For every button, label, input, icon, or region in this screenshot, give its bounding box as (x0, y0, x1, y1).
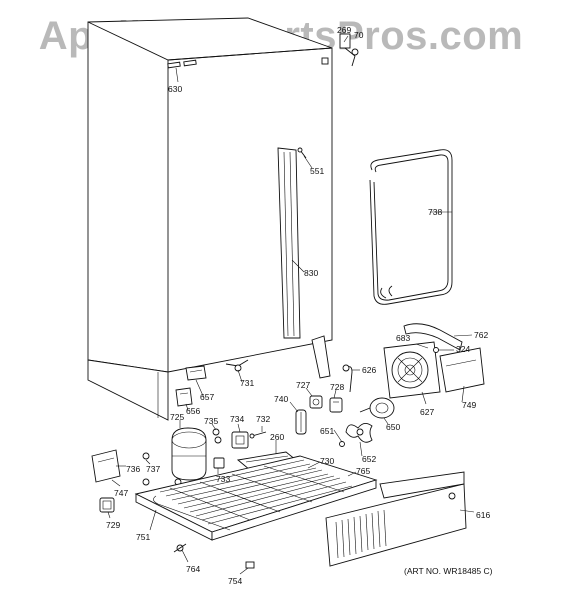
callout-683: 683 (396, 333, 410, 343)
shroud-749 (433, 347, 485, 393)
callout-747: 747 (114, 488, 128, 498)
bracket-657 (185, 365, 207, 381)
callout-725: 725 (170, 412, 184, 422)
callout-627: 627 (420, 407, 434, 417)
clip-651 (339, 441, 345, 447)
drain-tube-762 (403, 323, 463, 351)
part-728 (329, 397, 343, 413)
callout-731: 731 (240, 378, 254, 388)
callout-738: 738 (428, 207, 442, 217)
callout-734: 734 (230, 414, 244, 424)
part-764 (173, 543, 187, 553)
condenser-loop-738 (369, 149, 453, 305)
callout-729: 729 (106, 520, 120, 530)
relay-656 (175, 387, 193, 407)
callout-733: 733 (216, 474, 230, 484)
callout-656: 656 (186, 406, 200, 416)
rear-grille-616 (325, 471, 467, 567)
part-727 (309, 395, 323, 409)
callout-754: 754 (228, 576, 242, 586)
part-754 (245, 561, 255, 569)
base-pan-751 (134, 455, 378, 541)
part-733 (213, 457, 225, 469)
callout-551: 551 (310, 166, 324, 176)
screw-551 (297, 147, 307, 159)
cabinet (87, 17, 333, 421)
callout-830: 830 (304, 268, 318, 278)
callout-657: 657 (200, 392, 214, 402)
part-732 (249, 431, 267, 439)
fan-blade-652 (345, 423, 373, 443)
callout-651: 651 (320, 426, 334, 436)
compressor-725 (171, 427, 207, 486)
callout-730: 730 (320, 456, 334, 466)
callout-616: 616 (476, 510, 490, 520)
part-731 (225, 359, 249, 372)
callout-630: 630 (168, 84, 182, 94)
overload-734 (231, 431, 249, 449)
callout-269: 269 (337, 25, 351, 35)
callout-740: 740 (274, 394, 288, 404)
callout-765: 765 (356, 466, 370, 476)
part-626 (342, 364, 353, 393)
callout-650: 650 (386, 422, 400, 432)
screw-737 (142, 452, 150, 460)
condenser-coil-730 (153, 459, 353, 531)
callout-652: 652 (362, 454, 376, 464)
fan-motor-650 (359, 397, 395, 419)
part-729 (99, 497, 115, 513)
callout-labels: 269 70 630 551 738 830 762 683 324 626 7… (106, 25, 490, 586)
callout-751: 751 (136, 532, 150, 542)
callout-728: 728 (330, 382, 344, 392)
leader-lines (107, 35, 475, 575)
callout-70: 70 (354, 30, 364, 40)
callout-736: 736 (126, 464, 140, 474)
part-740 (295, 409, 307, 435)
callout-732: 732 (256, 414, 270, 424)
fan-bracket-627 (383, 341, 441, 399)
callout-324: 324 (456, 344, 470, 354)
callout-735: 735 (204, 416, 218, 426)
callout-749: 749 (462, 400, 476, 410)
grommet-747-area (142, 478, 150, 486)
part-736 (91, 449, 121, 483)
callout-626: 626 (362, 365, 376, 375)
callout-737: 737 (146, 464, 160, 474)
callout-764: 764 (186, 564, 200, 574)
art-number: (ART NO. WR18485 C) (404, 566, 493, 576)
callout-762: 762 (474, 330, 488, 340)
callout-727: 727 (296, 380, 310, 390)
callout-260: 260 (270, 432, 284, 442)
part-735 (212, 428, 222, 444)
